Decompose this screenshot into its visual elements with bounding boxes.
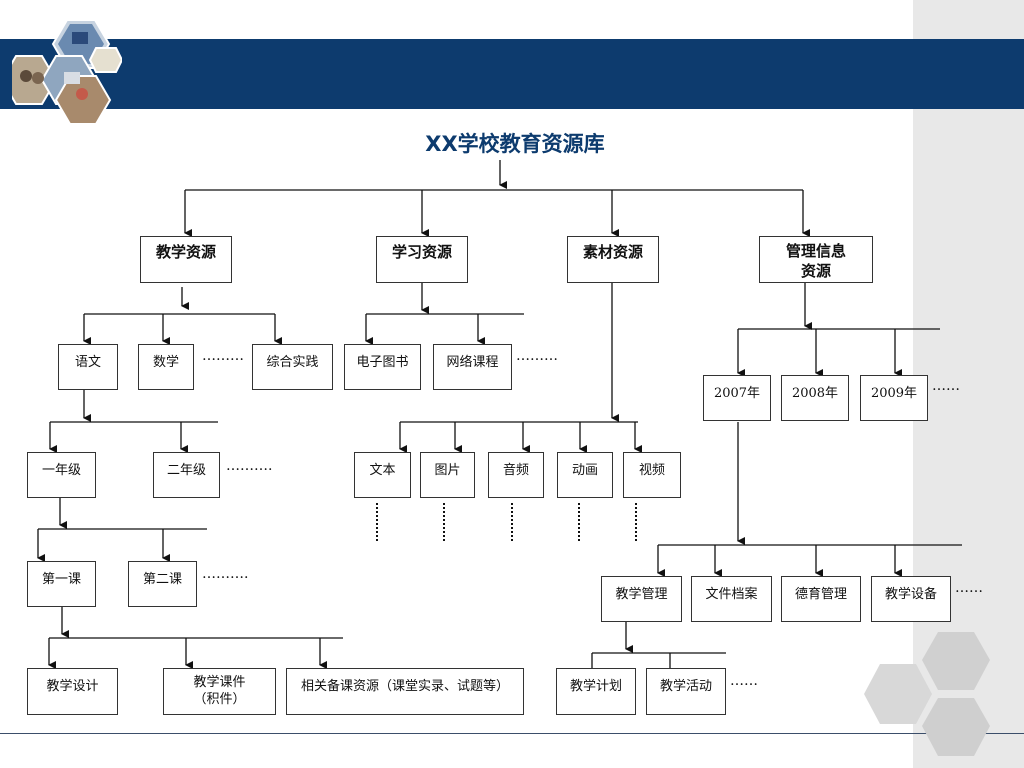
node-courseware: 教学课件 （积件） [163, 668, 276, 715]
ellipsis-subjects: ……… [202, 348, 244, 364]
node-lesson-2: 第二课 [128, 561, 197, 607]
node-learning-resources: 学习资源 [376, 236, 468, 283]
node-management-line1: 管理信息 [785, 242, 846, 260]
node-teaching-equipment: 教学设备 [871, 576, 951, 622]
node-moral-management: 德育管理 [781, 576, 861, 622]
vdots-animation [578, 503, 582, 541]
node-grade-1: 一年级 [27, 452, 96, 498]
node-online-course: 网络课程 [433, 344, 512, 390]
ellipsis-years: …… [932, 378, 960, 394]
node-courseware-line1: 教学课件 [193, 675, 246, 690]
node-year-2009: 2009年 [860, 375, 928, 421]
header-band [0, 39, 1024, 109]
diagram-title: XX学校教育资源库 [425, 132, 605, 156]
node-management-line2: 资源 [800, 262, 831, 280]
hexagon-photo-logo [12, 19, 122, 125]
node-subject-math: 数学 [138, 344, 194, 390]
node-image: 图片 [420, 452, 475, 498]
node-text: 文本 [354, 452, 411, 498]
node-related-resources: 相关备课资源（课堂实录、试题等） [286, 668, 524, 715]
node-year-2008: 2008年 [781, 375, 849, 421]
vdots-video [635, 503, 639, 541]
node-teaching-plan: 教学计划 [556, 668, 636, 715]
node-grade-2: 二年级 [153, 452, 220, 498]
vdots-image [443, 503, 447, 541]
node-subject-chinese: 语文 [58, 344, 118, 390]
node-teaching-management: 教学管理 [601, 576, 682, 622]
vdots-text [376, 503, 380, 541]
node-video: 视频 [623, 452, 681, 498]
node-material-resources: 素材资源 [567, 236, 659, 283]
node-teaching-activity: 教学活动 [646, 668, 726, 715]
node-year-2007: 2007年 [703, 375, 771, 421]
node-file-archive: 文件档案 [691, 576, 772, 622]
ellipsis-areas: …… [955, 580, 983, 596]
ellipsis-learning: ……… [516, 348, 558, 364]
ellipsis-grades: ………. [226, 458, 273, 474]
node-courseware-line2: （积件） [193, 692, 246, 707]
node-audio: 音频 [488, 452, 544, 498]
node-animation: 动画 [557, 452, 613, 498]
node-ebook: 电子图书 [344, 344, 421, 390]
ellipsis-lessons: ………. [202, 566, 249, 582]
node-lesson-1: 第一课 [27, 561, 96, 607]
vdots-audio [511, 503, 515, 541]
node-teaching-design: 教学设计 [27, 668, 118, 715]
node-teaching-resources: 教学资源 [140, 236, 232, 283]
footer-line [0, 733, 1024, 734]
node-management-resources: 管理信息 资源 [759, 236, 873, 283]
node-subject-practice: 综合实践 [252, 344, 333, 390]
ellipsis-sub: …… [730, 673, 758, 689]
